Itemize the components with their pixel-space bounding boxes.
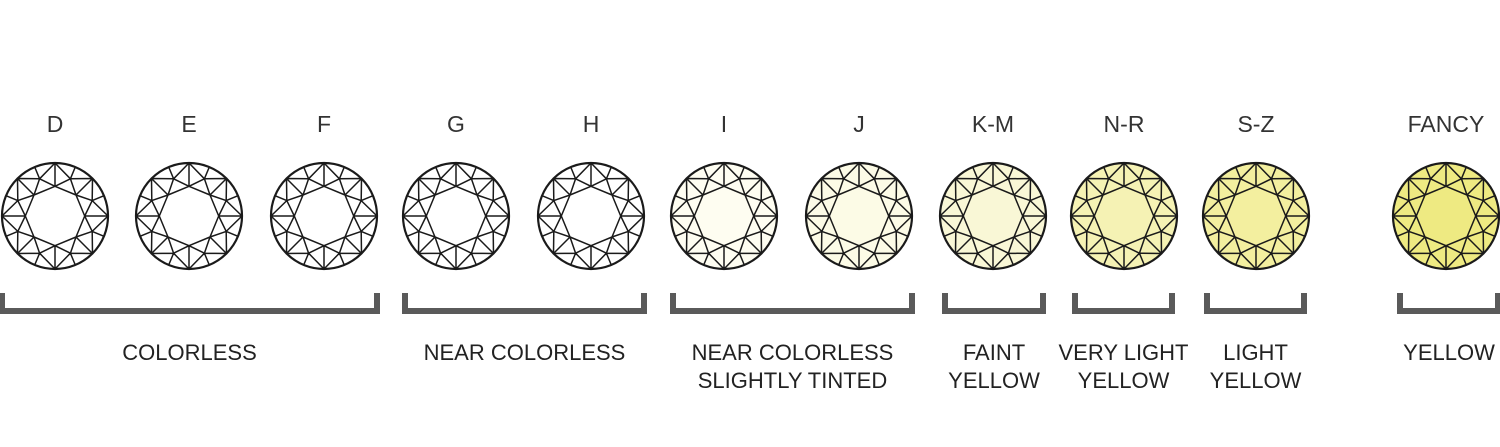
bracket-line: [670, 293, 915, 314]
group-label: NEAR COLORLESS: [424, 340, 626, 365]
bracket-line: [402, 293, 647, 314]
group-label: COLORLESS: [122, 340, 257, 365]
bracket-line: [1072, 293, 1175, 314]
grade-j: J: [804, 111, 914, 271]
diamond-facets: [1392, 162, 1500, 270]
bracket-line: [1397, 293, 1500, 314]
group-label: YELLOW: [1210, 368, 1302, 393]
grade-i: I: [669, 111, 779, 271]
grade-label: D: [47, 111, 64, 137]
bracket-line: [942, 293, 1046, 314]
grade-label: K-M: [972, 111, 1014, 137]
group-label: YELLOW: [1078, 368, 1170, 393]
diamond-facets: [402, 162, 510, 270]
group-label: NEAR COLORLESS: [692, 340, 894, 365]
grade-e: E: [134, 111, 244, 271]
grade-h: H: [536, 111, 646, 271]
bracket-line: [0, 293, 380, 314]
group-bracket: COLORLESS: [0, 293, 380, 365]
diamond-facets: [1070, 162, 1178, 270]
grade-label: G: [447, 111, 465, 137]
group-bracket: NEAR COLORLESS: [402, 293, 647, 365]
grade-label: J: [853, 111, 865, 137]
diamond-facets: [270, 162, 378, 270]
group-bracket: FAINT YELLOW: [942, 293, 1046, 393]
grade-k-m: K-M: [938, 111, 1048, 271]
group-label: YELLOW: [948, 368, 1040, 393]
diamond-facets: [537, 162, 645, 270]
group-label: LIGHT: [1223, 340, 1288, 365]
diamond-facets: [805, 162, 913, 270]
brackets-layer: COLORLESS NEAR COLORLESS NEAR COLORLESS SLI…: [0, 293, 1500, 393]
group-bracket: VERY LIGHT YELLOW: [1058, 293, 1189, 393]
grade-label: H: [583, 111, 600, 137]
group-label: FAINT: [963, 340, 1025, 365]
grade-n-r: N-R: [1069, 111, 1179, 271]
grade-g: G: [401, 111, 511, 271]
group-bracket: YELLOW: [1397, 293, 1500, 365]
diamond-facets: [939, 162, 1047, 270]
group-label: VERY LIGHT: [1058, 340, 1188, 365]
grade-label: S-Z: [1237, 111, 1274, 137]
grade-label: I: [721, 111, 727, 137]
group-bracket: NEAR COLORLESS SLIGHTLY TINTED: [670, 293, 915, 393]
group-label: YELLOW: [1403, 340, 1495, 365]
grade-d: D: [0, 111, 110, 271]
group-bracket: LIGHT YELLOW: [1204, 293, 1307, 393]
diamonds-layer: D E F G H I J K-M N-R S-Z FANCY: [0, 111, 1500, 271]
diamond-facets: [1202, 162, 1310, 270]
bracket-line: [1204, 293, 1307, 314]
group-label: SLIGHTLY TINTED: [698, 368, 888, 393]
grade-s-z: S-Z: [1201, 111, 1311, 271]
grade-fancy: FANCY: [1391, 111, 1500, 271]
grade-label: N-R: [1104, 111, 1145, 137]
diamond-facets: [670, 162, 778, 270]
grade-label: FANCY: [1408, 111, 1485, 137]
grade-f: F: [269, 111, 379, 271]
grade-label: E: [181, 111, 196, 137]
grade-label: F: [317, 111, 331, 137]
diamond-facets: [1, 162, 109, 270]
diamond-facets: [135, 162, 243, 270]
